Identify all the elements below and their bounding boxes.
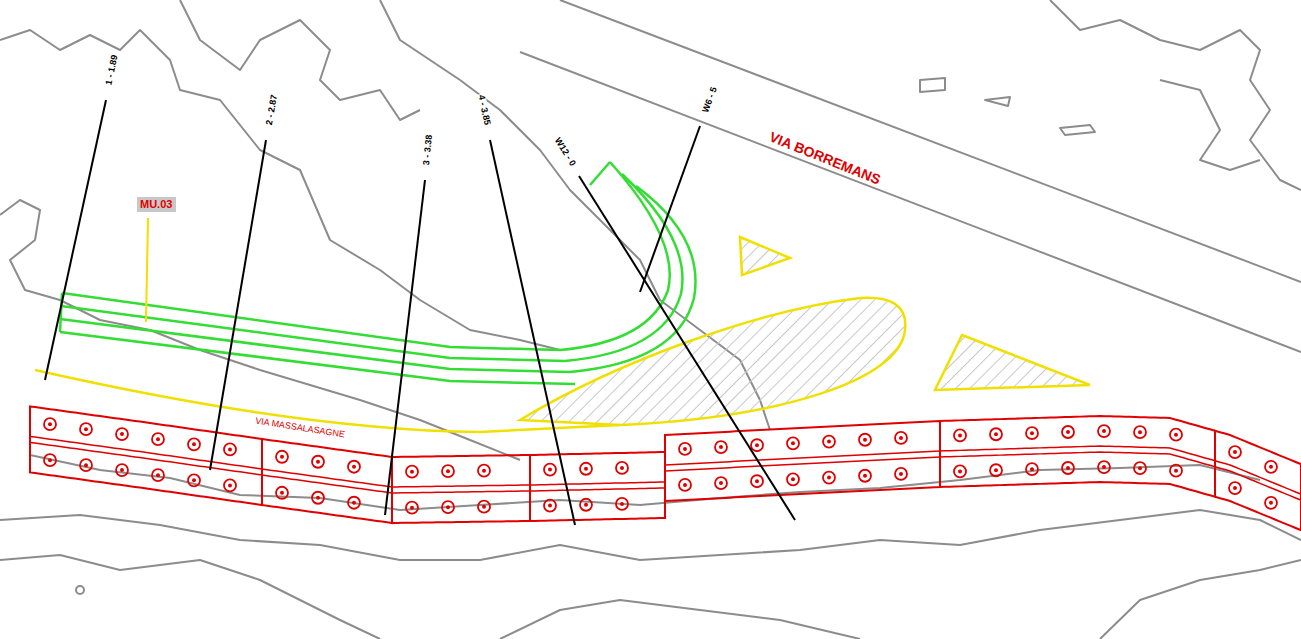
road-edge	[35, 370, 620, 432]
leader-line	[146, 218, 148, 322]
section-lines	[45, 100, 795, 525]
callout-box: MU.03	[137, 197, 176, 212]
callout-label: MU.03	[140, 199, 173, 210]
section-label: 3 - 3.38	[422, 133, 434, 166]
section-label: W12 - 0	[552, 135, 577, 168]
street-name: VIA MASSALASAGNE	[254, 416, 347, 439]
section-label: 4 - 3.85	[476, 93, 492, 127]
street-name: VIA BORREMANS	[767, 129, 884, 187]
section-label: 2 - 2.87	[265, 93, 280, 127]
section-label: W6 - 5	[701, 85, 719, 115]
pile-road	[30, 406, 1301, 530]
section-label: 1 - 1.89	[104, 53, 120, 87]
hatched-islands	[520, 237, 1090, 425]
ramp-lanes	[60, 162, 696, 384]
